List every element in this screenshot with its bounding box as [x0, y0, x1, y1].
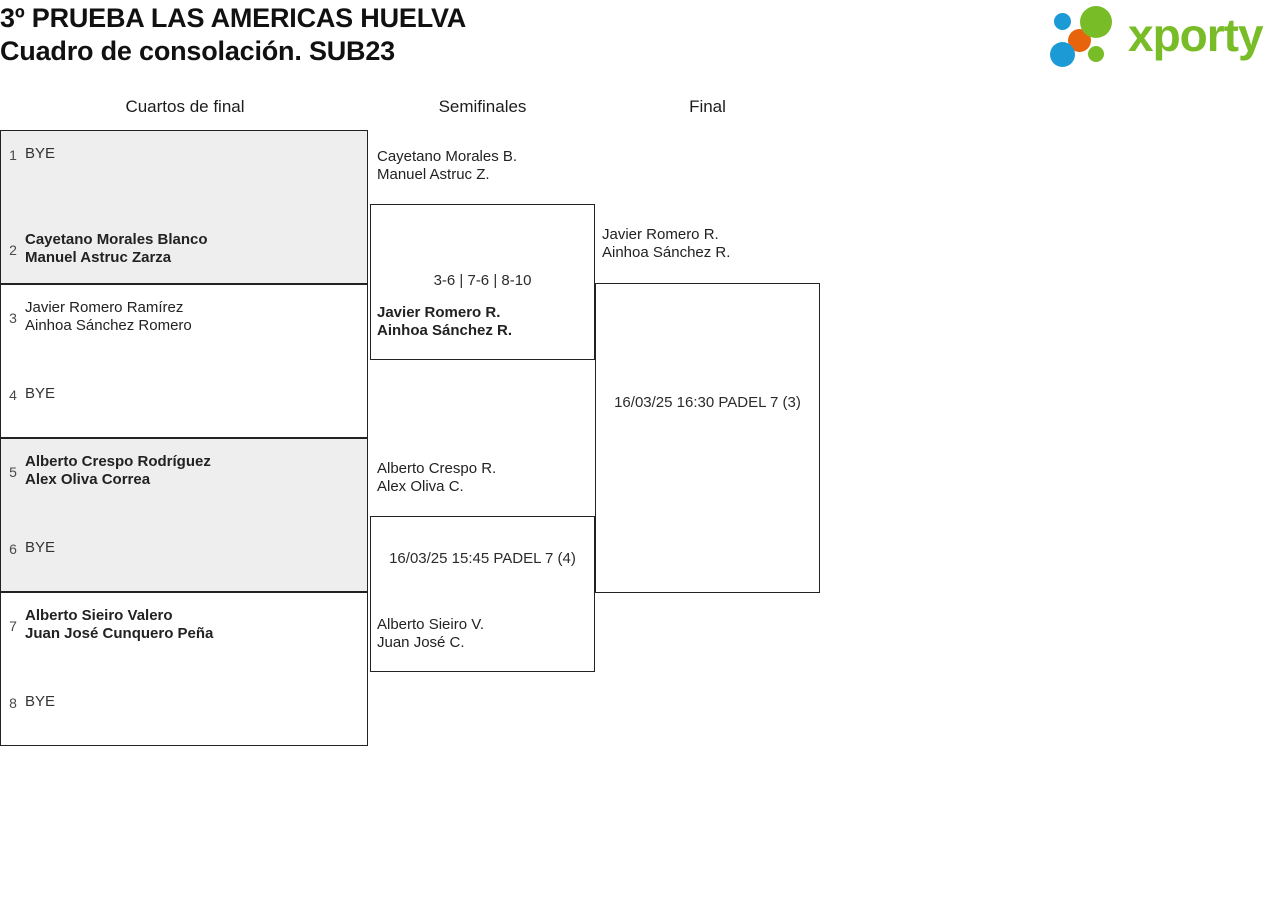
qf-cell-4[interactable]: 7 Alberto Sieiro Valero Juan José Cunque…: [0, 592, 368, 746]
player-names: Cayetano Morales Blanco Manuel Astruc Za…: [25, 231, 369, 267]
seed-number: 6: [9, 541, 17, 557]
player-name-2: Manuel Astruc Z.: [377, 166, 490, 183]
seed-number: 8: [9, 695, 17, 711]
player-name-2: Juan José C.: [377, 634, 465, 651]
final-match-box[interactable]: 16/03/25 16:30 PADEL 7 (3): [595, 283, 820, 593]
player-name-2: Alex Oliva C.: [377, 478, 464, 495]
bracket-slot-2[interactable]: 2 Cayetano Morales Blanco Manuel Astruc …: [1, 231, 369, 271]
logo-dot-blue-top: [1054, 13, 1071, 30]
player-names: BYE: [25, 693, 56, 710]
player-name-1: Alberto Crespo Rodríguez: [25, 453, 211, 470]
player-name-2: Ainhoa Sánchez Romero: [25, 317, 192, 334]
bracket-slot-6[interactable]: 6 BYE: [1, 539, 369, 579]
qf-cell-1[interactable]: 1 BYE 2 Cayetano Morales Blanco Manuel A…: [0, 130, 368, 284]
player-names: Javier Romero Ramírez Ainhoa Sánchez Rom…: [25, 299, 369, 335]
page-title: 3º PRUEBA LAS AMERICAS HUELVA: [0, 3, 467, 33]
seed-number: 7: [9, 618, 17, 634]
round-header-quarterfinals: Cuartos de final: [125, 97, 245, 116]
round-header-final: Final: [689, 97, 726, 116]
seed-number: 2: [9, 242, 17, 258]
bracket-slot-5[interactable]: 5 Alberto Crespo Rodríguez Alex Oliva Co…: [1, 453, 369, 493]
qf-cell-3[interactable]: 5 Alberto Crespo Rodríguez Alex Oliva Co…: [0, 438, 368, 592]
bracket-slot-4[interactable]: 4 BYE: [1, 385, 369, 425]
player-name-1: Cayetano Morales B.: [377, 148, 518, 165]
player-name-2: Alex Oliva Correa: [25, 471, 151, 488]
semifinal-2-schedule: 16/03/25 15:45 PADEL 7 (4): [389, 550, 576, 567]
semifinal-1-match-box[interactable]: 3-6 | 7-6 | 8-10: [370, 204, 595, 360]
bracket-slot-8[interactable]: 8 BYE: [1, 693, 369, 733]
logo-dot-green-large: [1080, 6, 1112, 38]
logo-wordmark: xporty: [1128, 9, 1264, 61]
seed-number: 4: [9, 387, 17, 403]
qf-cell-2[interactable]: 3 Javier Romero Ramírez Ainhoa Sánchez R…: [0, 284, 368, 438]
semifinal-2-match-box[interactable]: 16/03/25 15:45 PADEL 7 (4): [370, 516, 595, 672]
player-name-2: Manuel Astruc Zarza: [25, 249, 172, 266]
final-schedule: 16/03/25 16:30 PADEL 7 (3): [614, 394, 801, 411]
player-name-1: Javier Romero R.: [602, 226, 719, 243]
bracket-slot-3[interactable]: 3 Javier Romero Ramírez Ainhoa Sánchez R…: [1, 299, 369, 339]
semifinal-2-bottom-competitor[interactable]: Alberto Sieiro V. Juan José C.: [377, 616, 484, 652]
player-names: BYE: [25, 385, 56, 402]
bracket-slot-7[interactable]: 7 Alberto Sieiro Valero Juan José Cunque…: [1, 607, 369, 647]
semifinal-1-bottom-competitor[interactable]: Javier Romero R. Ainhoa Sánchez R.: [377, 304, 512, 340]
player-name-1: Cayetano Morales Blanco: [25, 231, 208, 248]
final-top-competitor[interactable]: Javier Romero R. Ainhoa Sánchez R.: [602, 226, 730, 262]
seed-number: 5: [9, 464, 17, 480]
player-name-1: Javier Romero R.: [377, 304, 501, 321]
semifinal-1-top-competitor[interactable]: Cayetano Morales B. Manuel Astruc Z.: [377, 148, 517, 184]
page-subtitle: Cuadro de consolación. SUB23: [0, 36, 395, 66]
logo-dot-orange: [1068, 29, 1091, 52]
seed-number: 1: [9, 147, 17, 163]
player-name-1: Alberto Crespo R.: [377, 460, 497, 477]
seed-number: 3: [9, 310, 17, 326]
player-names: BYE: [25, 145, 56, 162]
player-names: BYE: [25, 539, 56, 556]
player-name-2: Ainhoa Sánchez R.: [377, 322, 513, 339]
logo-dot-green-small: [1088, 46, 1104, 62]
player-name-2: Juan José Cunquero Peña: [25, 625, 214, 642]
semifinal-2-top-competitor[interactable]: Alberto Crespo R. Alex Oliva C.: [377, 460, 496, 496]
semifinal-1-score: 3-6 | 7-6 | 8-10: [433, 272, 532, 289]
player-names: Alberto Crespo Rodríguez Alex Oliva Corr…: [25, 453, 369, 489]
xporty-logo[interactable]: xporty: [1050, 4, 1276, 70]
player-name-2: Ainhoa Sánchez R.: [602, 244, 731, 261]
player-name-1: Alberto Sieiro Valero: [25, 607, 173, 624]
player-name-1: Javier Romero Ramírez: [25, 299, 184, 316]
player-name-1: Alberto Sieiro V.: [377, 616, 485, 633]
logo-dot-blue-bottom: [1050, 42, 1075, 67]
round-header-semifinals: Semifinales: [438, 97, 527, 116]
bracket-slot-1[interactable]: 1 BYE: [1, 145, 369, 185]
tournament-header: 3º PRUEBA LAS AMERICAS HUELVA Cuadro de …: [0, 0, 1280, 85]
player-names: Alberto Sieiro Valero Juan José Cunquero…: [25, 607, 369, 643]
